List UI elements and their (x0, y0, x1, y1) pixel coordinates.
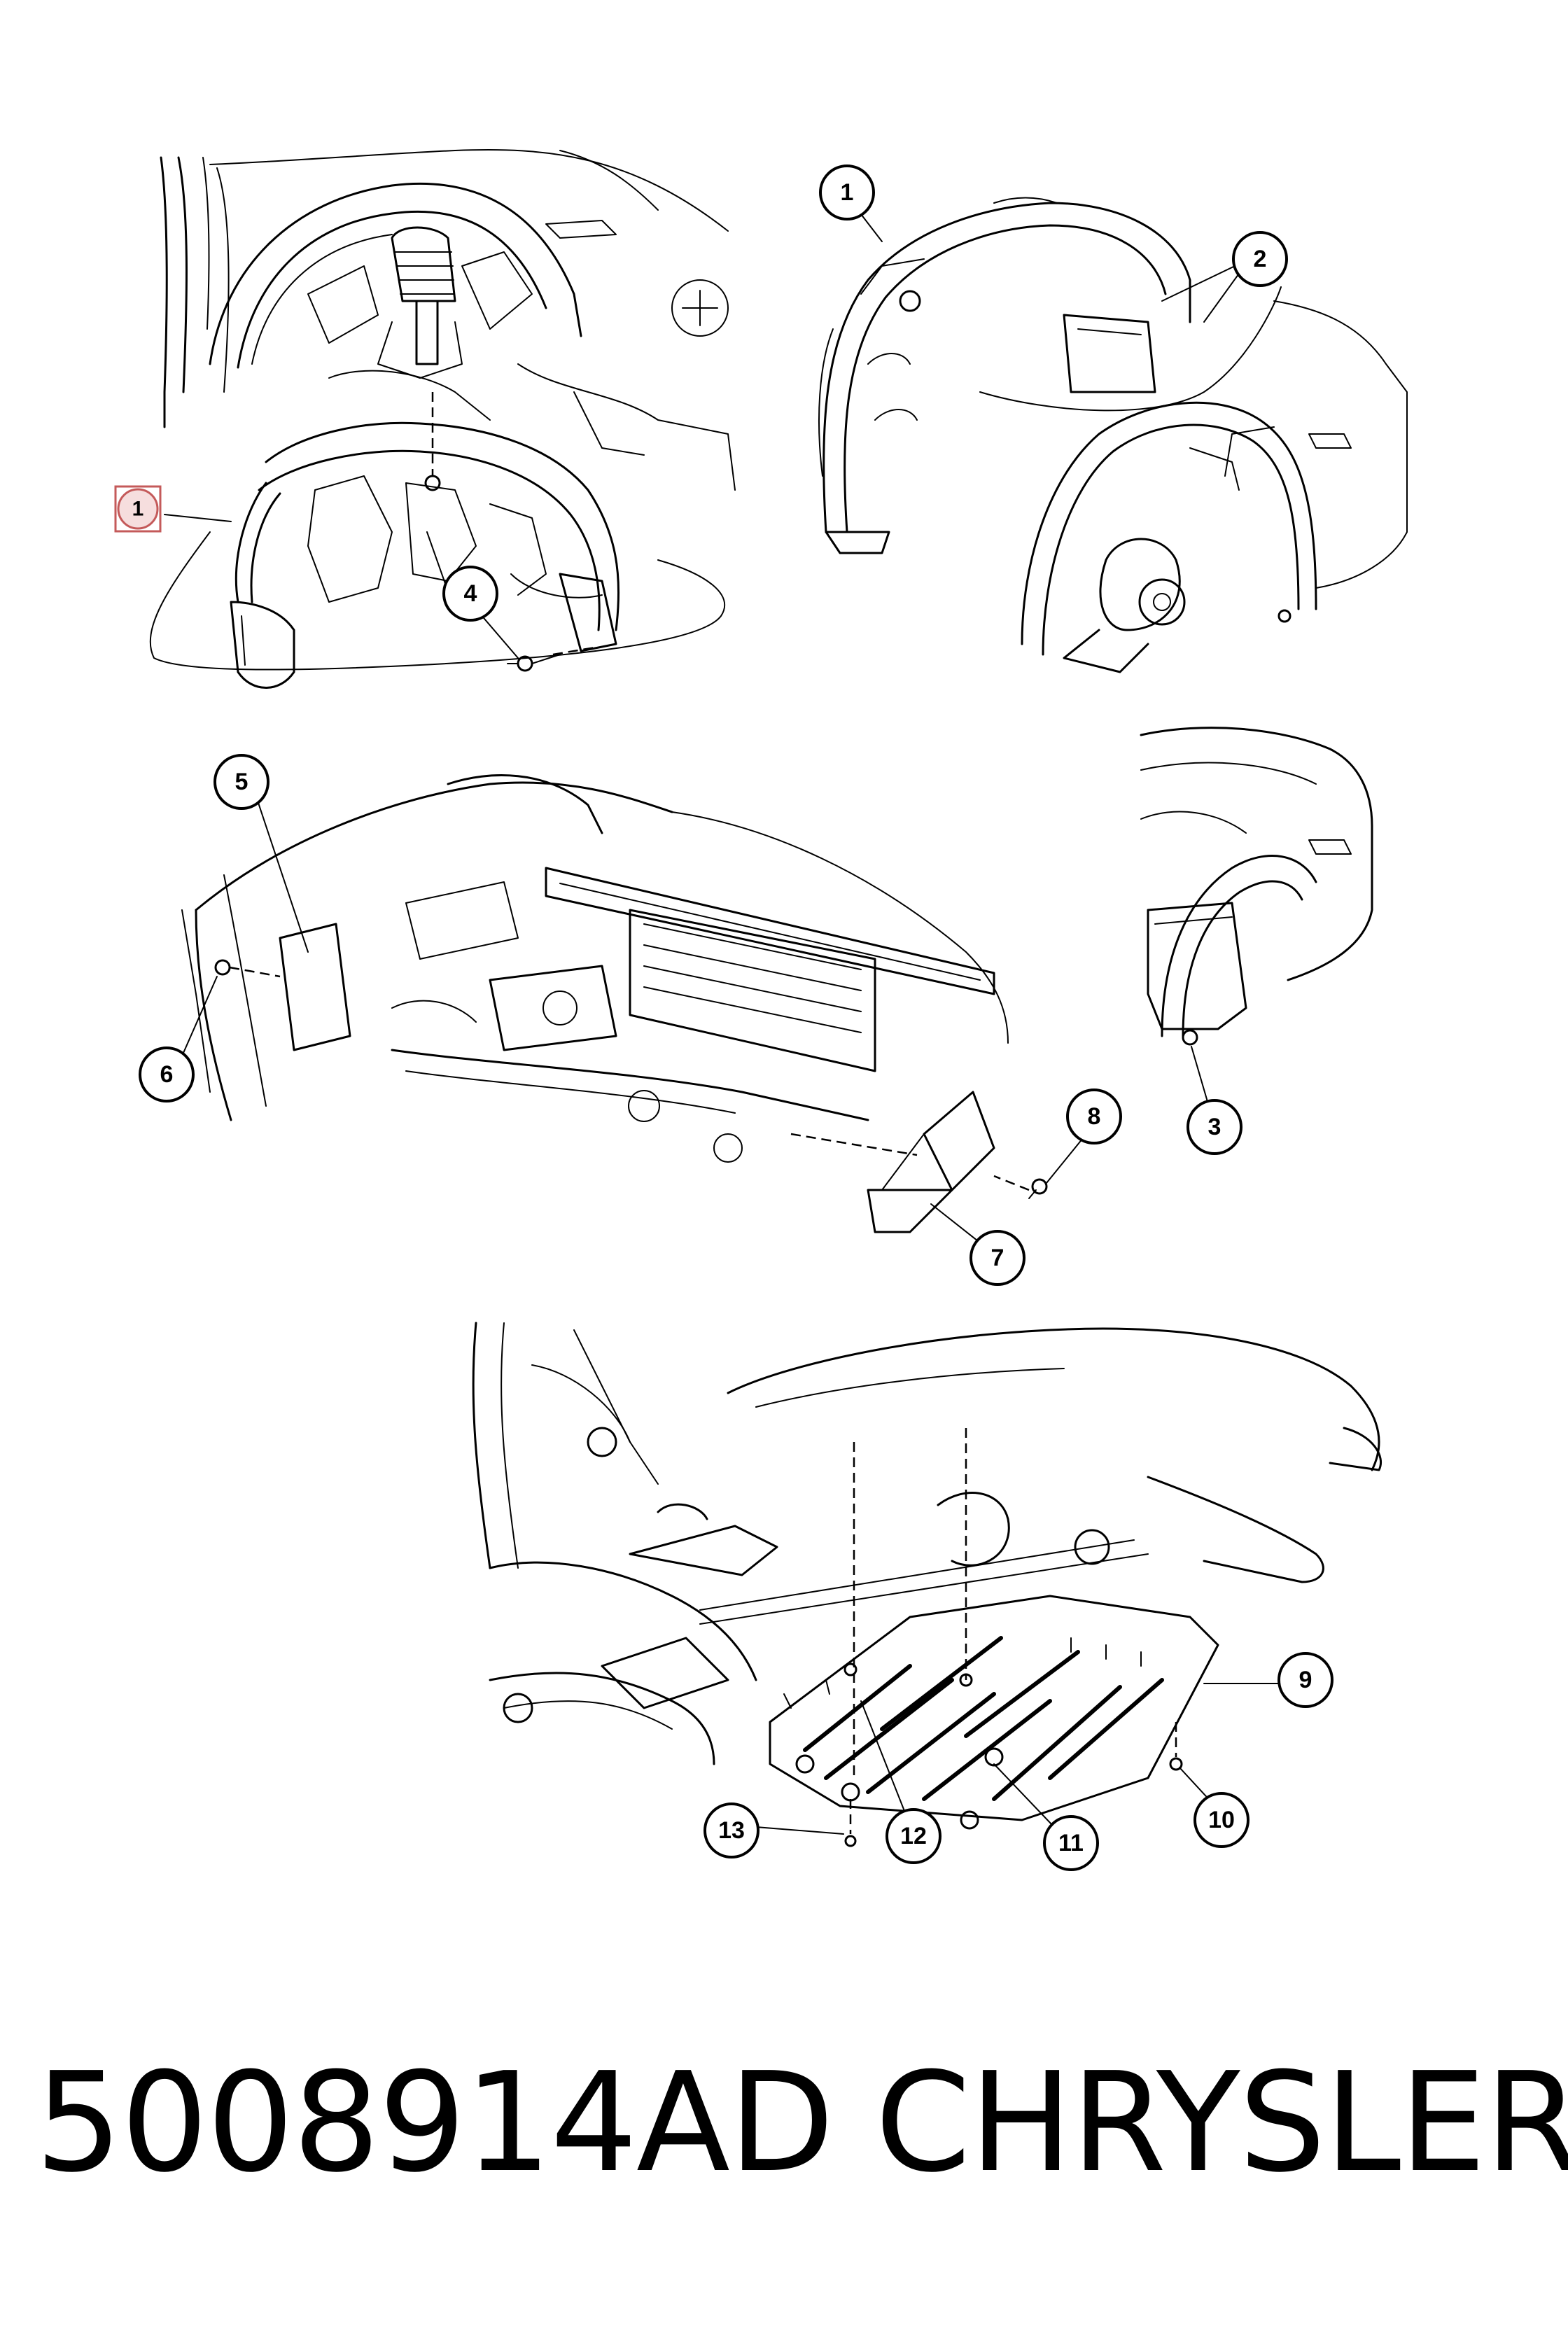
callout-3-label: 3 (1208, 1114, 1222, 1140)
view-underbody-belly-pan (472, 1322, 1382, 1847)
part-number: 5008914AD (35, 2043, 834, 2203)
callout-2-label: 2 (1254, 246, 1267, 272)
callout-5-label: 5 (235, 769, 248, 795)
callout-4[interactable]: 4 (442, 566, 498, 622)
callout-11[interactable]: 11 (1043, 1815, 1099, 1871)
callout-7[interactable]: 7 (969, 1230, 1026, 1286)
exploded-parts-diagram: 1 1 2 3 4 5 6 7 8 9 10 11 (114, 149, 1408, 1871)
callout-1-label: 1 (841, 179, 854, 206)
callout-3[interactable]: 3 (1186, 1099, 1242, 1155)
callout-13-label: 13 (718, 1817, 745, 1844)
callout-4-label: 4 (464, 580, 477, 607)
callout-6[interactable]: 6 (139, 1046, 195, 1102)
callout-9[interactable]: 9 (1278, 1652, 1334, 1708)
view-fender-splash-shield (1140, 727, 1373, 1046)
callout-13[interactable]: 13 (704, 1802, 760, 1858)
callout-1-highlighted-label: 1 (132, 498, 144, 521)
callout-10-label: 10 (1208, 1807, 1235, 1833)
callout-12[interactable]: 12 (886, 1808, 941, 1864)
callout-10[interactable]: 10 (1194, 1792, 1250, 1848)
brand-name: CHRYSLER (875, 2043, 1568, 2203)
callout-1[interactable]: 1 (819, 164, 875, 220)
callout-8[interactable]: 8 (1066, 1088, 1122, 1144)
view-front-wheelhouse-installed (149, 149, 736, 689)
callout-12-label: 12 (900, 1823, 927, 1849)
callout-5[interactable]: 5 (214, 754, 270, 810)
callout-1-highlighted[interactable]: 1 (114, 485, 162, 533)
view-front-end-module (181, 774, 1048, 1233)
callout-7-label: 7 (991, 1245, 1004, 1271)
callout-9-label: 9 (1299, 1667, 1312, 1693)
callout-8-label: 8 (1088, 1103, 1101, 1130)
callout-6-label: 6 (160, 1061, 174, 1088)
callout-leaders (164, 195, 1303, 1842)
callout-11-label: 11 (1058, 1830, 1084, 1856)
view-rear-wheelhouse-liner (818, 197, 1408, 673)
callout-2[interactable]: 2 (1232, 231, 1288, 287)
